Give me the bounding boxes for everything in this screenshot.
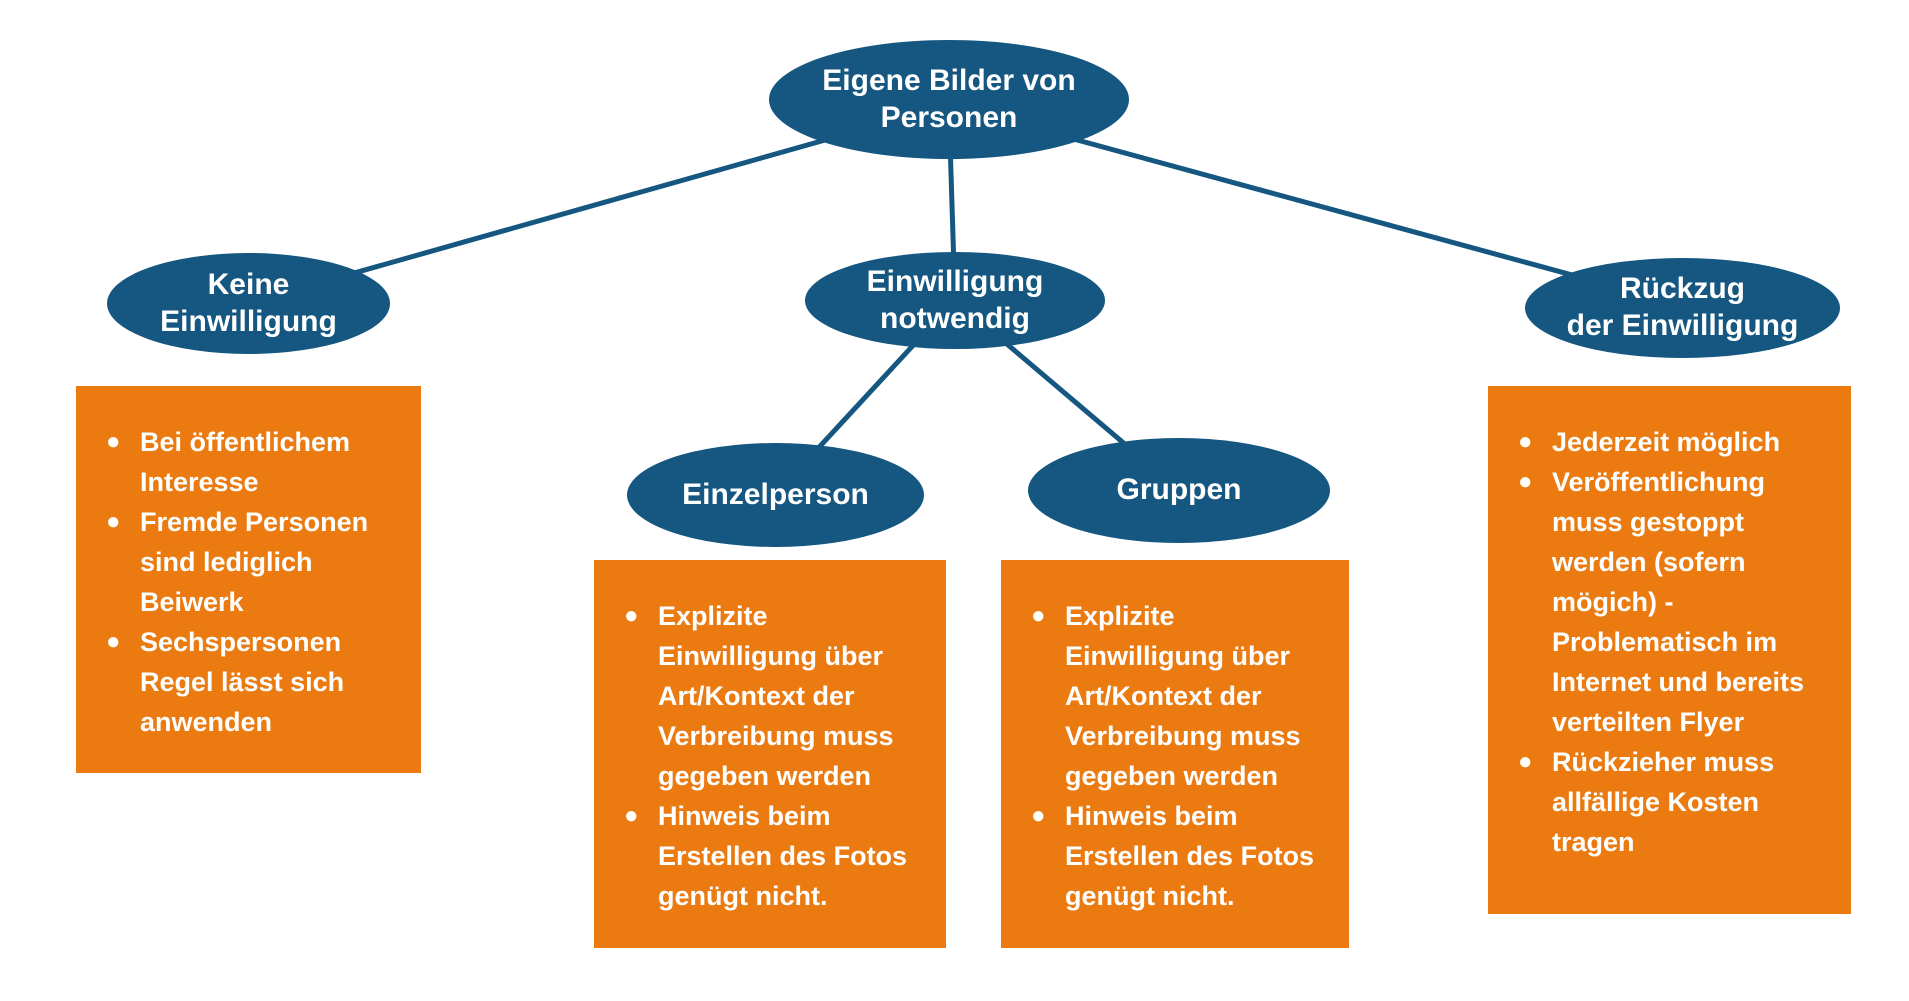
node-label: Eigene Bilder von Personen [822,63,1076,134]
stray-orange-dot [1783,896,1798,911]
list-item: ● Veröffentlichung muss gestoppt werden … [1512,462,1833,742]
node-einzelperson: Einzelperson [627,443,924,547]
infobox-keine-einwilligung: ● Bei öffentlichem Interesse ● Fremde Pe… [76,386,421,773]
list-item: ● Hinweis beim Erstellen des Fotos genüg… [618,796,928,916]
list-item: ● Explizite Einwilligung über Art/Kontex… [618,596,928,796]
bullet-list: ● Jederzeit möglich ● Veröffentlichung m… [1512,422,1833,862]
list-item-text: Explizite Einwilligung über Art/Kontext … [1065,601,1301,791]
list-item: ● Bei öffentlichem Interesse [100,422,403,502]
list-item-text: Jederzeit möglich [1552,427,1781,457]
node-gruppen: Gruppen [1028,438,1330,543]
node-label: Gruppen [1116,473,1242,507]
node-eigene-bilder-von-personen: Eigene Bilder von Personen [769,40,1129,159]
list-item: ● Fremde Personen sind lediglich Beiwerk [100,502,403,622]
list-item-text: Explizite Einwilligung über Art/Kontext … [658,601,894,791]
bullet-list: ● Explizite Einwilligung über Art/Kontex… [618,596,928,916]
list-item: ● Jederzeit möglich [1512,422,1833,462]
list-item: ● Hinweis beim Erstellen des Fotos genüg… [1025,796,1331,916]
bullet-list: ● Bei öffentlichem Interesse ● Fremde Pe… [100,422,403,742]
bullet-icon: ● [106,428,121,455]
infobox-gruppen: ● Explizite Einwilligung über Art/Kontex… [1001,560,1349,948]
node-rueckzug-der-einwilligung: Rückzug der Einwilligung [1525,258,1840,358]
list-item: ● Explizite Einwilligung über Art/Kontex… [1025,596,1331,796]
list-item-text: Bei öffentlichem Interesse [140,427,351,497]
list-item-text: Rückzieher muss allfällige Kosten tragen [1552,747,1775,857]
node-label: Keine Einwilligung [160,267,337,338]
list-item-text: Veröffentlichung muss gestoppt werden (s… [1552,467,1805,737]
list-item: ● Sechspersonen Regel lässt sich anwende… [100,622,403,742]
bullet-icon: ● [106,508,121,535]
list-item-text: Hinweis beim Erstellen des Fotos genügt … [1065,801,1315,911]
bullet-icon: ● [1031,602,1046,629]
list-item: ● Rückzieher muss allfällige Kosten trag… [1512,742,1833,862]
node-label: Einwilligung notwendig [866,264,1044,335]
list-item-text: Sechspersonen Regel lässt sich anwenden [140,627,345,737]
node-einwilligung-notwendig: Einwilligung notwendig [805,252,1105,349]
bullet-icon: ● [1518,428,1533,455]
infobox-rueckzug-der-einwilligung: ● Jederzeit möglich ● Veröffentlichung m… [1488,386,1851,914]
bullet-icon: ● [624,602,639,629]
node-keine-einwilligung: Keine Einwilligung [107,253,390,354]
list-item-text: Fremde Personen sind lediglich Beiwerk [140,507,369,617]
node-label: Rückzug der Einwilligung [1566,272,1799,342]
bullet-icon: ● [106,628,121,655]
infobox-einzelperson: ● Explizite Einwilligung über Art/Kontex… [594,560,946,948]
node-label: Einzelperson [682,477,869,511]
bullet-icon: ● [1031,802,1046,829]
bullet-icon: ● [1518,468,1533,495]
bullet-icon: ● [1518,748,1533,775]
list-item-text: Hinweis beim Erstellen des Fotos genügt … [658,801,908,911]
bullet-list: ● Explizite Einwilligung über Art/Kontex… [1025,596,1331,916]
bullet-icon: ● [624,802,639,829]
